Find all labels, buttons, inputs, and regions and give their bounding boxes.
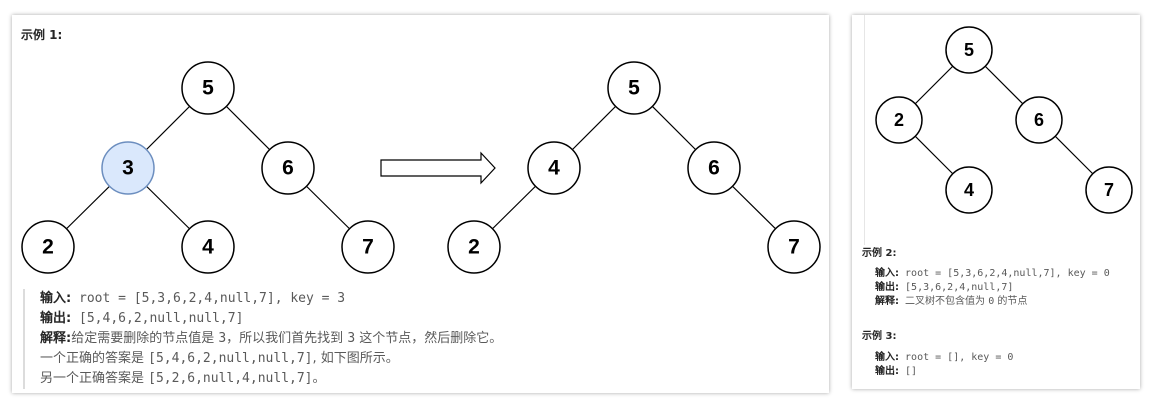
ex2-output-label: 输出:	[875, 282, 899, 293]
ex2-input-label: 输入:	[875, 268, 899, 279]
node-label: 4	[548, 157, 560, 180]
explain-code: 3	[218, 331, 227, 346]
output-value: [5,4,6,2,null,null,7]	[79, 311, 244, 326]
ex2-explain-label: 解释:	[875, 296, 899, 307]
ex3-output-line: 输出: []	[875, 365, 1135, 379]
examples-2-3-panel: 5 2 6 4 7 示例 2: 输入: root = [5,3,6,2,4,nu…	[852, 15, 1140, 389]
example-1-panel: 示例 1: 5 3 6 2 4 7	[12, 15, 829, 393]
ex2-input-value: root = [5,3,6,2,4,null,7], key = 0	[905, 268, 1110, 279]
alt-answer-text: 。	[312, 371, 326, 386]
node-label: 2	[42, 236, 54, 259]
answer-code: [5,4,6,2,null,null,7]	[148, 351, 313, 366]
node-label: 7	[362, 236, 374, 259]
node-label: 2	[468, 236, 480, 259]
example-2-heading: 示例 2:	[862, 248, 897, 259]
explain-text: 这个节点，然后删除它。	[355, 331, 503, 346]
node-label: 7	[788, 236, 800, 259]
tree-node: 7	[341, 220, 395, 274]
ex2-explain-line: 解释: 二叉树不包含值为 0 的节点	[875, 295, 1135, 309]
explain-text: ，所以我们首先找到	[226, 331, 348, 346]
node-label: 7	[1104, 180, 1114, 200]
example-1-code-block: 输入: root = [5,3,6,2,4,null,7], key = 3 输…	[23, 289, 820, 389]
node-label: 4	[964, 180, 974, 200]
alt-answer-code: [5,2,6,null,4,null,7]	[148, 371, 313, 386]
node-label: 5	[202, 77, 214, 100]
alt-answer-line: 另一个正确答案是 [5,2,6,null,4,null,7]。	[40, 369, 820, 389]
tree-node: 2	[875, 96, 923, 144]
input-value: root = [5,3,6,2,4,null,7], key = 3	[79, 291, 346, 306]
example-3-code-block: 输入: root = [], key = 0 输出: []	[863, 351, 1135, 379]
example-1-heading: 示例 1:	[21, 28, 63, 42]
node-label: 5	[964, 40, 974, 60]
tree-node: 4	[527, 141, 581, 195]
tree-node: 6	[261, 141, 315, 195]
node-label: 6	[1034, 110, 1044, 130]
ex3-input-value: root = [], key = 0	[905, 352, 1014, 363]
ex3-input-label: 输入:	[875, 352, 899, 363]
ex2-output-value: [5,3,6,2,4,null,7]	[905, 282, 1014, 293]
answer-text: 一个正确的答案是	[40, 351, 149, 366]
tree-node: 2	[21, 220, 75, 274]
tree-node: 6	[1015, 96, 1063, 144]
alt-answer-text: 另一个正确答案是	[40, 371, 149, 386]
ex2-explain-text: 二叉树不包含值为	[905, 296, 989, 307]
ex3-input-line: 输入: root = [], key = 0	[875, 351, 1135, 365]
node-label: 4	[202, 236, 214, 259]
ex3-output-value: []	[905, 366, 918, 377]
node-label: 6	[708, 157, 720, 180]
tree-node: 7	[1085, 166, 1133, 214]
node-label: 3	[122, 157, 134, 180]
example-3-heading: 示例 3:	[862, 331, 897, 342]
tree-node: 5	[607, 61, 661, 115]
tree-node: 5	[181, 61, 235, 115]
tree-node: 6	[687, 141, 741, 195]
output-label: 输出:	[40, 311, 72, 326]
ex3-output-label: 输出:	[875, 366, 899, 377]
ex2-explain-code: 0	[988, 296, 995, 307]
divider	[864, 15, 865, 245]
ex2-input-line: 输入: root = [5,3,6,2,4,null,7], key = 0	[875, 267, 1135, 281]
tree-node: 4	[181, 220, 235, 274]
explain-line: 解释:给定需要删除的节点值是 3，所以我们首先找到 3 这个节点，然后删除它。	[40, 329, 820, 349]
tree-node-highlighted: 3	[101, 141, 155, 195]
alternate-answer-diagram: 5 2 6 4 7	[875, 26, 1133, 214]
ex2-explain-text: 的节点	[994, 296, 1028, 307]
ex2-output-line: 输出: [5,3,6,2,4,null,7]	[875, 281, 1135, 295]
right-arrow-icon	[380, 151, 496, 185]
output-line: 输出: [5,4,6,2,null,null,7]	[40, 309, 820, 329]
node-label: 6	[282, 157, 294, 180]
tree-node: 7	[767, 220, 821, 274]
node-label: 5	[628, 77, 640, 100]
tree-node: 2	[447, 220, 501, 274]
tree-node: 4	[945, 166, 993, 214]
input-line: 输入: root = [5,3,6,2,4,null,7], key = 3	[40, 289, 820, 309]
input-label: 输入:	[40, 291, 72, 306]
explain-text: 给定需要删除的节点值是	[71, 331, 219, 346]
answer-line: 一个正确的答案是 [5,4,6,2,null,null,7], 如下图所示。	[40, 349, 820, 369]
example-2-code-block: 输入: root = [5,3,6,2,4,null,7], key = 0 输…	[863, 267, 1135, 309]
explain-label: 解释:	[40, 331, 72, 346]
answer-text: , 如下图所示。	[312, 351, 399, 366]
explain-code: 3	[347, 331, 356, 346]
tree-node: 5	[945, 26, 993, 74]
node-label: 2	[894, 110, 904, 130]
example-1-diagram: 5 3 6 2 4 7 5	[21, 61, 821, 274]
